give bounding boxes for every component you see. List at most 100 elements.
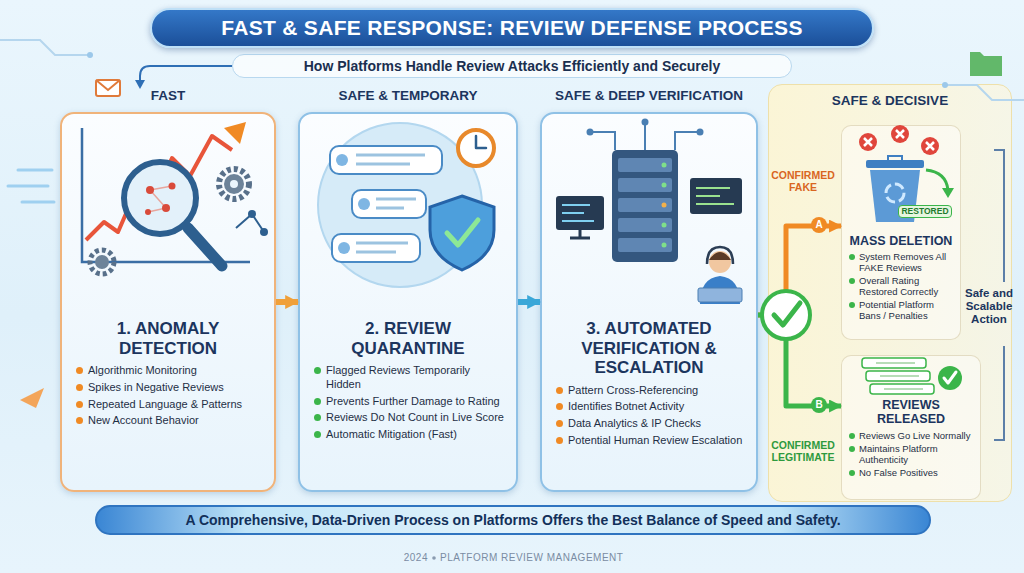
chart-line [86,136,232,240]
box-content: MASS DELETIONSystem Removes All FAKE Rev… [842,126,960,339]
box-content: 3. AUTOMATED VERIFICATION & ESCALATIONPa… [542,114,756,490]
gear-icon [90,250,114,274]
box-content: SAFE & DECISIVE [769,85,1011,501]
server-light [662,163,667,168]
network-dot [260,228,268,236]
server-unit [618,178,672,192]
circuit-dot [697,129,704,136]
footer-separator [432,556,436,560]
trash-bin [870,170,920,222]
outcome-title: REVIEWS RELEASED [848,398,974,427]
server-unit [618,158,672,172]
bullet-item: Maintains Platform Authenticity [848,444,974,466]
avatar-dot [358,198,370,210]
outcome-box: MASS DELETIONSystem Removes All FAKE Rev… [841,125,961,340]
process-box: 2. REVIEW QUARANTINE Flagged Reviews Temp… [298,112,518,492]
flow-arrow [758,226,841,315]
backdrop-circle [318,123,482,287]
circuit-line [590,122,700,150]
shield-icon [430,196,494,270]
bullet-item: Reviews Go Live Normally [848,431,974,442]
server-unit [618,238,672,252]
magnifier-handle [188,228,222,266]
card-lines [876,363,923,389]
column-heading: FAST [50,88,286,103]
approve-check [944,372,956,383]
bullet-item: System Removes All FAKE Reviews [848,252,954,274]
laptop [698,288,742,302]
outcome-panel: SAFE & DECISIVE MASS DELETIONSystem Remov… [768,84,1012,502]
bullet-item: Flagged Reviews Temporarily Hidden [312,364,504,392]
gear-body [95,255,109,269]
bullet-item: Potential Platform Bans / Penalties [848,300,954,322]
review-card [870,384,934,394]
edge-label: CONFIRMED FAKE [768,170,838,193]
subtitle-arrow-head [135,80,145,89]
chat-bubble [330,146,442,174]
bullet-item: Repeated Language & Patterns [74,398,262,412]
branch-marker: A [811,217,827,233]
reject-cross [864,138,872,146]
circuit-dot [942,82,948,88]
server-light [662,243,667,248]
outcome-box: REVIEWS RELEASED Reviews Go Live Normally… [841,355,981,500]
chart-axes [82,128,250,262]
server-unit [618,218,672,232]
bracket [994,150,1004,440]
person-body [700,276,740,304]
bubble-lines [356,243,408,252]
reject-icon [891,125,909,143]
gear-icon [219,169,249,199]
subtitle-arrow [140,66,232,82]
envelope-flap [96,80,120,90]
bullet-item: Pattern Cross-Referencing [554,384,744,398]
magnifier-lens [124,162,196,234]
review-card [866,371,930,381]
server-light [662,223,667,228]
server-light [662,203,667,208]
bin-handle [888,156,902,160]
decision-check [774,303,800,325]
column-heading: SAFE & DECISIVE [775,85,1005,108]
chat-bubble [352,190,426,218]
reject-cross [896,130,904,138]
shield-check [447,220,478,245]
bullet-item: Reviews Do Not Count in Live Score [312,411,504,425]
data-dot [145,209,151,215]
process-box: 1. ANOMALY DETECTIONAlgorithmic Monitori… [60,112,276,492]
title-banner: FAST & SAFE RESPONSE: REVIEW DEFENSE PRO… [150,8,874,48]
reject-icon [921,137,939,155]
data-dot [169,183,176,190]
bullet-item: Data Analytics & IP Checks [554,417,744,431]
server-rack [612,150,678,262]
monitor-icon [690,178,742,214]
bullet-item: No False Positives [848,468,974,479]
bracket-note: Safe and Scalable Action [958,287,1020,327]
chat-bubble [332,234,420,262]
recycle-symbol [886,184,904,202]
approve-icon [938,366,962,390]
envelope-icon [96,80,120,96]
clock-icon [458,130,494,166]
step-title: 2. REVIEW QUARANTINE [312,319,504,358]
data-links [148,186,172,212]
network-links [236,214,264,232]
process-box: 3. AUTOMATED VERIFICATION & ESCALATIONPa… [540,112,758,492]
box-content: 2. REVIEW QUARANTINE Flagged Reviews Temp… [300,114,516,490]
avatar-dot [338,242,350,254]
gear-body [224,174,244,194]
bin-lid [866,160,924,168]
footer-text: PLATFORM REVIEW MANAGEMENT [440,552,680,564]
column-heading: SAFE & TEMPORARY [288,88,528,103]
box-content: REVIEWS RELEASED Reviews Go Live Normally… [842,356,980,499]
circuit-dot [642,119,649,126]
decision-check-circle [762,291,810,339]
bubble-lines [376,199,416,208]
server-light [662,183,667,188]
bullet-item: Prevents Further Damage to Rating [312,395,504,409]
reject-icon [859,133,877,151]
monitor-stand [570,230,590,238]
